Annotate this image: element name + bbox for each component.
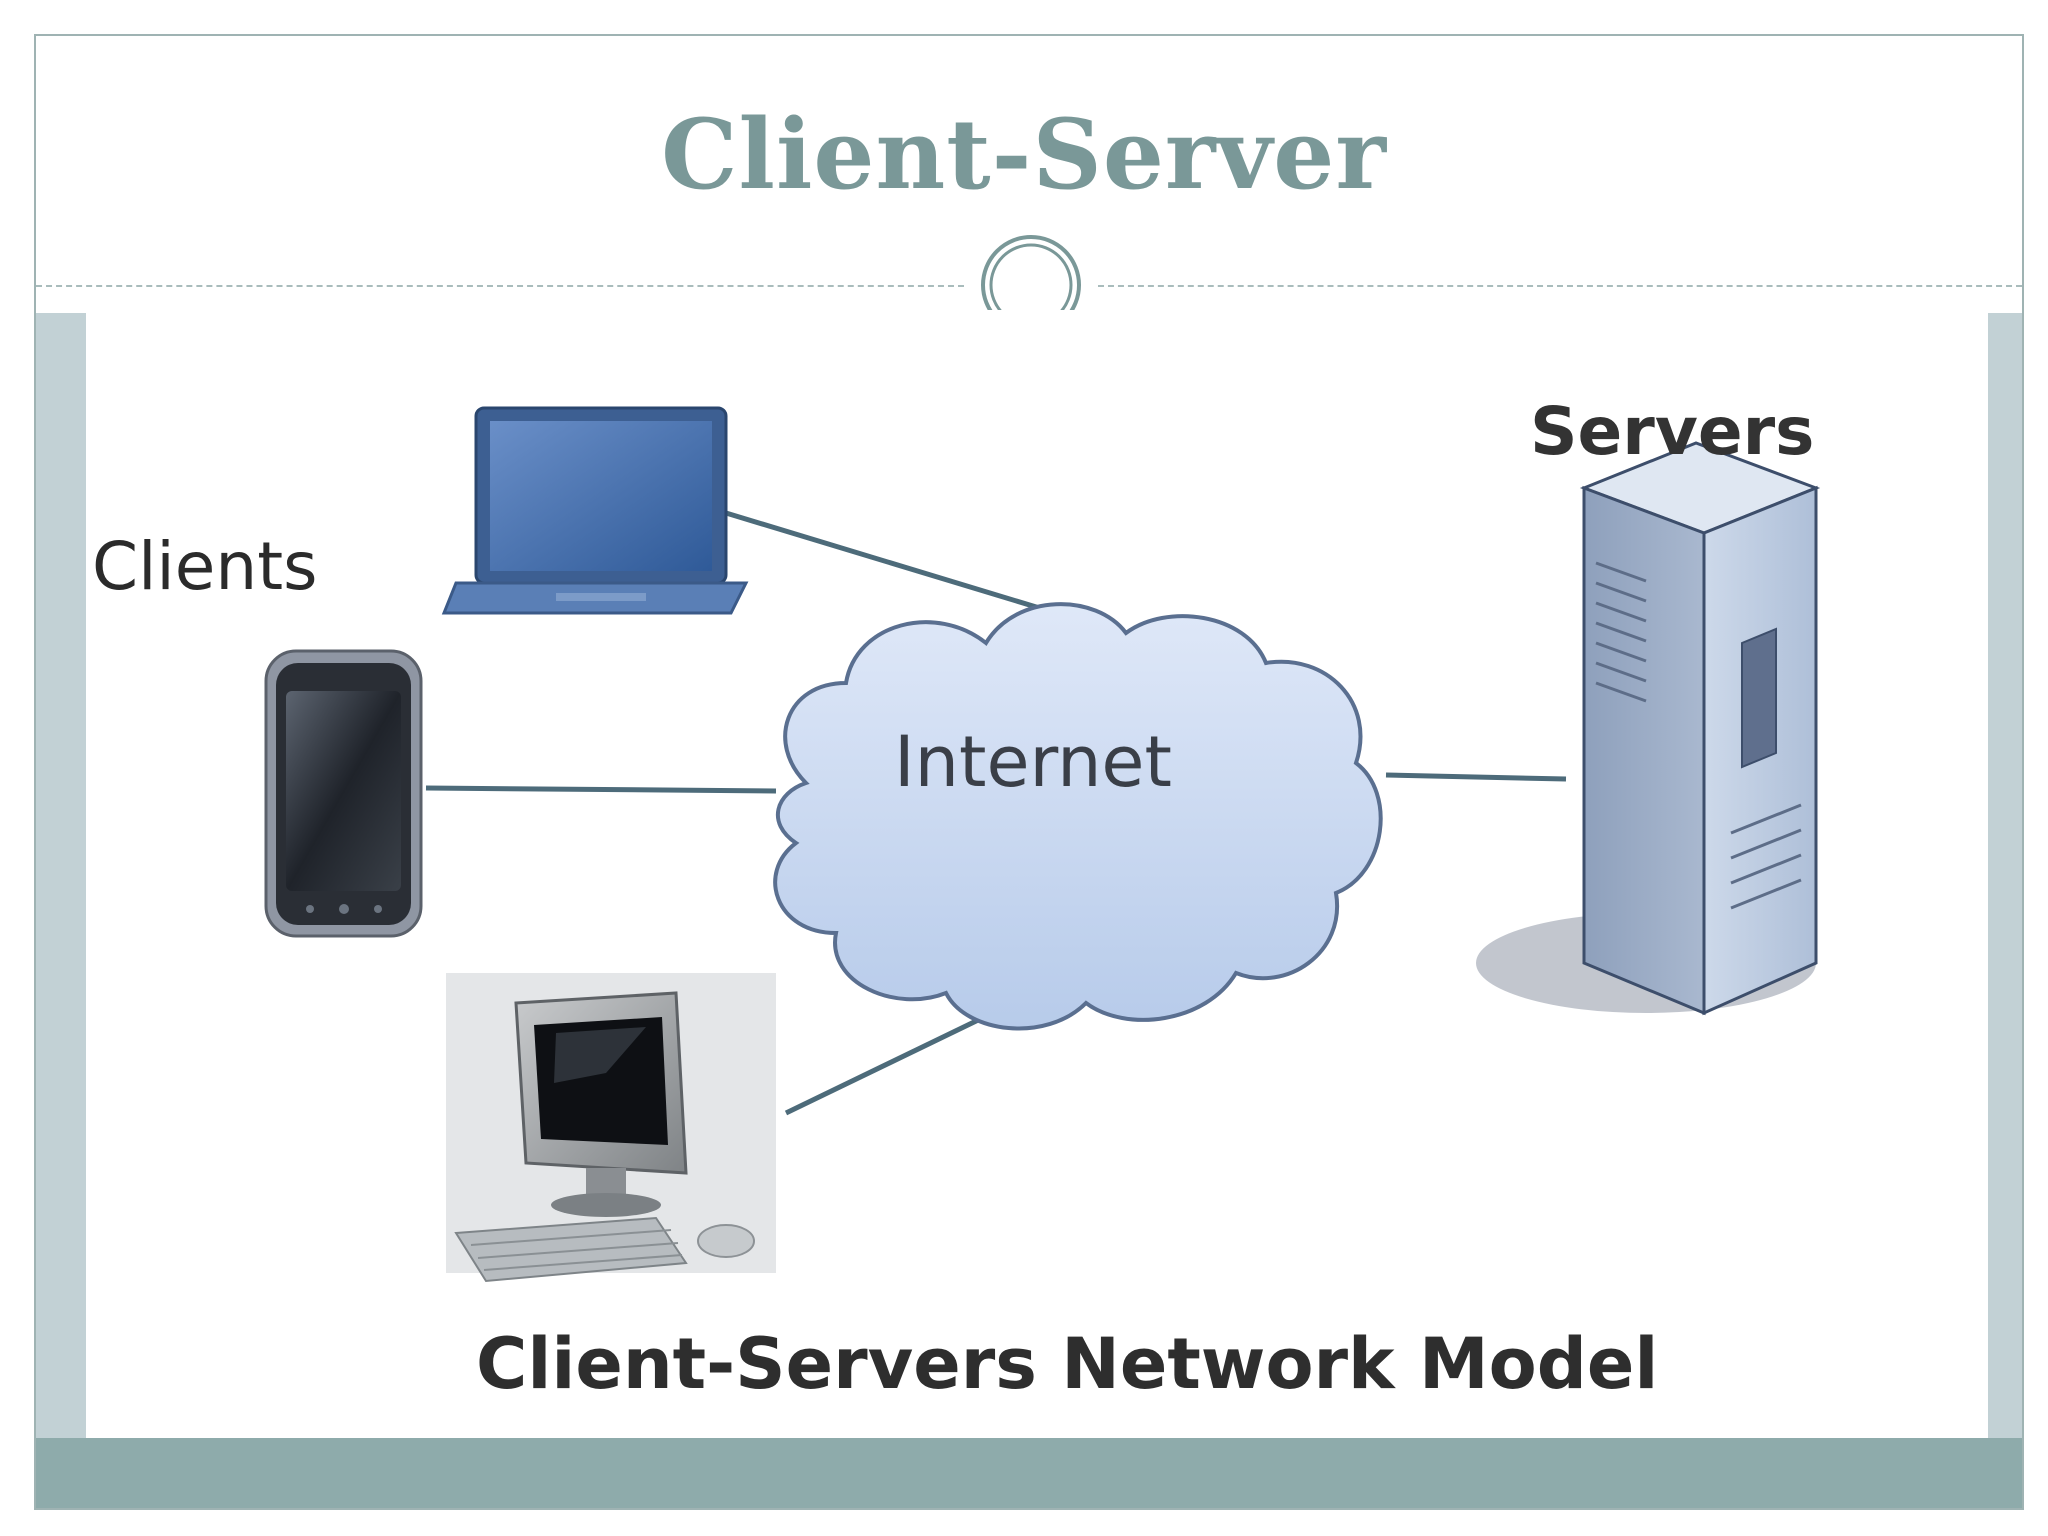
diagram-caption: Client-Servers Network Model bbox=[476, 1323, 1659, 1405]
right-side-band bbox=[1988, 313, 2022, 1438]
client-server-diagram: Clients Servers Internet Client-Servers … bbox=[86, 313, 1988, 1438]
left-side-band bbox=[36, 313, 86, 1438]
divider-ring-icon bbox=[976, 230, 1086, 310]
cloud-icon bbox=[773, 602, 1383, 1031]
servers-label: Servers bbox=[1530, 393, 1815, 470]
link-laptop-internet bbox=[725, 510, 1057, 616]
internet-label: Internet bbox=[894, 721, 1172, 803]
footer-band bbox=[36, 1438, 2022, 1508]
server-tower-icon bbox=[1476, 441, 1821, 1016]
clients-label: Clients bbox=[92, 528, 318, 605]
smartphone-icon bbox=[264, 649, 423, 938]
link-phone-internet bbox=[425, 785, 777, 794]
link-internet-server bbox=[1385, 772, 1567, 782]
desktop-computer-icon bbox=[446, 973, 776, 1283]
title-divider-right bbox=[1098, 285, 2022, 287]
title-divider-left bbox=[36, 285, 964, 287]
laptop-icon bbox=[441, 406, 749, 615]
slide-title: Client-Server bbox=[661, 98, 1387, 211]
